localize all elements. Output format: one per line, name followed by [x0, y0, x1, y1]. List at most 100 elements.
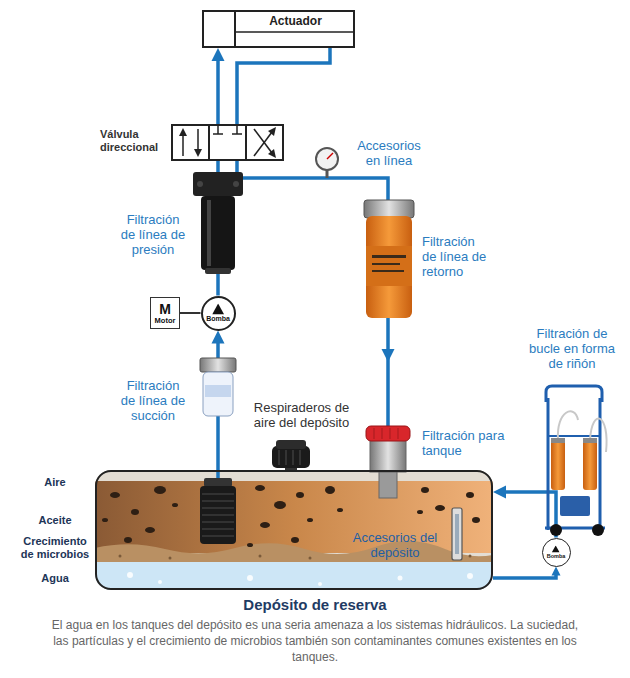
motor-box: MMotor	[150, 297, 180, 329]
part-label: Aire	[18, 476, 92, 489]
part-label: Filtración para tanque	[422, 428, 516, 458]
directional-valve	[217, 125, 219, 134]
pump-triangle	[552, 546, 560, 553]
directional-valve	[182, 134, 184, 156]
return-filter	[372, 270, 404, 272]
directional-valve	[179, 128, 187, 136]
diagram-caption: El agua en los tanques del depósito es u…	[45, 617, 585, 665]
kidney-loop-cart	[547, 398, 550, 530]
directional-valve	[197, 129, 199, 151]
tank-contents	[102, 518, 108, 522]
pipe-line	[237, 48, 388, 470]
node-content: MMotor	[155, 302, 176, 325]
tank-contents	[127, 572, 133, 578]
directional-valve	[254, 132, 272, 156]
pressure-filter	[207, 200, 211, 266]
part-label: Agua	[18, 572, 92, 585]
suction-strainer	[202, 494, 234, 536]
directional-valve	[213, 133, 223, 135]
tank-return-filter	[390, 428, 391, 439]
tank-contents	[435, 505, 445, 511]
tank-contents	[169, 557, 172, 560]
pump-symbol: Bomba	[542, 538, 571, 567]
part-label: Filtración de bucle en forma de riñón	[522, 326, 622, 371]
kidney-loop-cart	[592, 524, 604, 536]
pipe-line	[493, 573, 556, 578]
suction-filter	[205, 385, 231, 397]
return-filter	[364, 200, 414, 318]
pressure-filter	[233, 181, 239, 187]
tank-contents	[131, 509, 139, 515]
suction-strainer	[202, 501, 234, 502]
suction-strainer	[202, 522, 234, 523]
kidney-loop-cart	[583, 440, 597, 490]
node-content: Bomba	[547, 546, 566, 559]
suction-strainer	[202, 508, 234, 509]
tank-return-filter	[379, 470, 397, 498]
part-label: Aceite	[18, 514, 92, 527]
node-text: M	[159, 302, 171, 316]
tank-contents	[110, 492, 120, 498]
arrowhead	[552, 567, 561, 576]
tank-contents	[259, 555, 262, 558]
air-breather	[299, 450, 300, 465]
pump-symbol: Bomba	[201, 296, 236, 331]
pressure-filter	[205, 268, 231, 274]
tank-contents	[309, 557, 312, 560]
tank-contents	[469, 555, 472, 558]
kidney-loop-cart	[548, 435, 600, 437]
part-label: Accesorios en línea	[350, 138, 428, 168]
tank-contents	[95, 562, 493, 590]
arrowhead	[212, 331, 225, 344]
directional-valve	[254, 129, 272, 153]
node-text: Bomba	[547, 553, 566, 559]
tank-contents	[318, 582, 322, 586]
tank-contents	[260, 522, 270, 528]
directional-valve	[245, 125, 247, 160]
directional-valve	[268, 149, 276, 158]
pipe-connector	[493, 567, 561, 579]
tank-contents	[247, 575, 253, 581]
tank-contents	[466, 492, 474, 498]
part-label: Filtración de línea de succión	[120, 378, 186, 423]
directional-valve	[194, 149, 202, 157]
tank-contents	[154, 486, 166, 494]
suction-strainer	[202, 536, 234, 537]
actuator-cylinder: Actuador	[202, 10, 355, 48]
pump-triangle	[212, 304, 224, 315]
pressure-gauge	[316, 148, 338, 170]
suction-strainer	[204, 478, 232, 487]
suction-strainer	[200, 470, 236, 544]
air-breather	[276, 440, 306, 449]
return-filter	[372, 263, 400, 265]
cylinder-piston	[234, 12, 236, 46]
tank-return-filter	[366, 426, 410, 498]
tank-contents	[307, 518, 313, 522]
tank-contents	[95, 470, 493, 590]
pressure-filter	[193, 172, 243, 274]
diagram-title: Depósito de reserva	[0, 596, 630, 614]
kidney-loop-cart	[583, 438, 597, 443]
return-filter	[366, 246, 412, 286]
tank-contents	[291, 537, 299, 543]
part-label: Filtración de línea de retorno	[422, 234, 490, 279]
return-filter	[364, 200, 414, 218]
kidney-loop-cart	[551, 440, 565, 490]
tank-contents	[95, 470, 493, 590]
suction-filter	[200, 358, 236, 372]
tank-return-filter	[370, 440, 406, 472]
pump-triangle	[552, 546, 560, 553]
kidney-loop-cart	[551, 438, 565, 443]
tank-contents	[296, 492, 304, 498]
return-filter	[366, 216, 412, 318]
pump-triangle	[212, 304, 224, 315]
sight-gauge	[455, 514, 459, 554]
tank-contents	[472, 517, 480, 523]
node-content: Bomba	[206, 304, 230, 323]
sight-gauge	[452, 508, 462, 560]
pressure-gauge	[327, 153, 333, 159]
pressure-gauge	[316, 148, 338, 178]
kidney-loop-cart	[546, 386, 602, 402]
directional-valve	[236, 125, 238, 134]
